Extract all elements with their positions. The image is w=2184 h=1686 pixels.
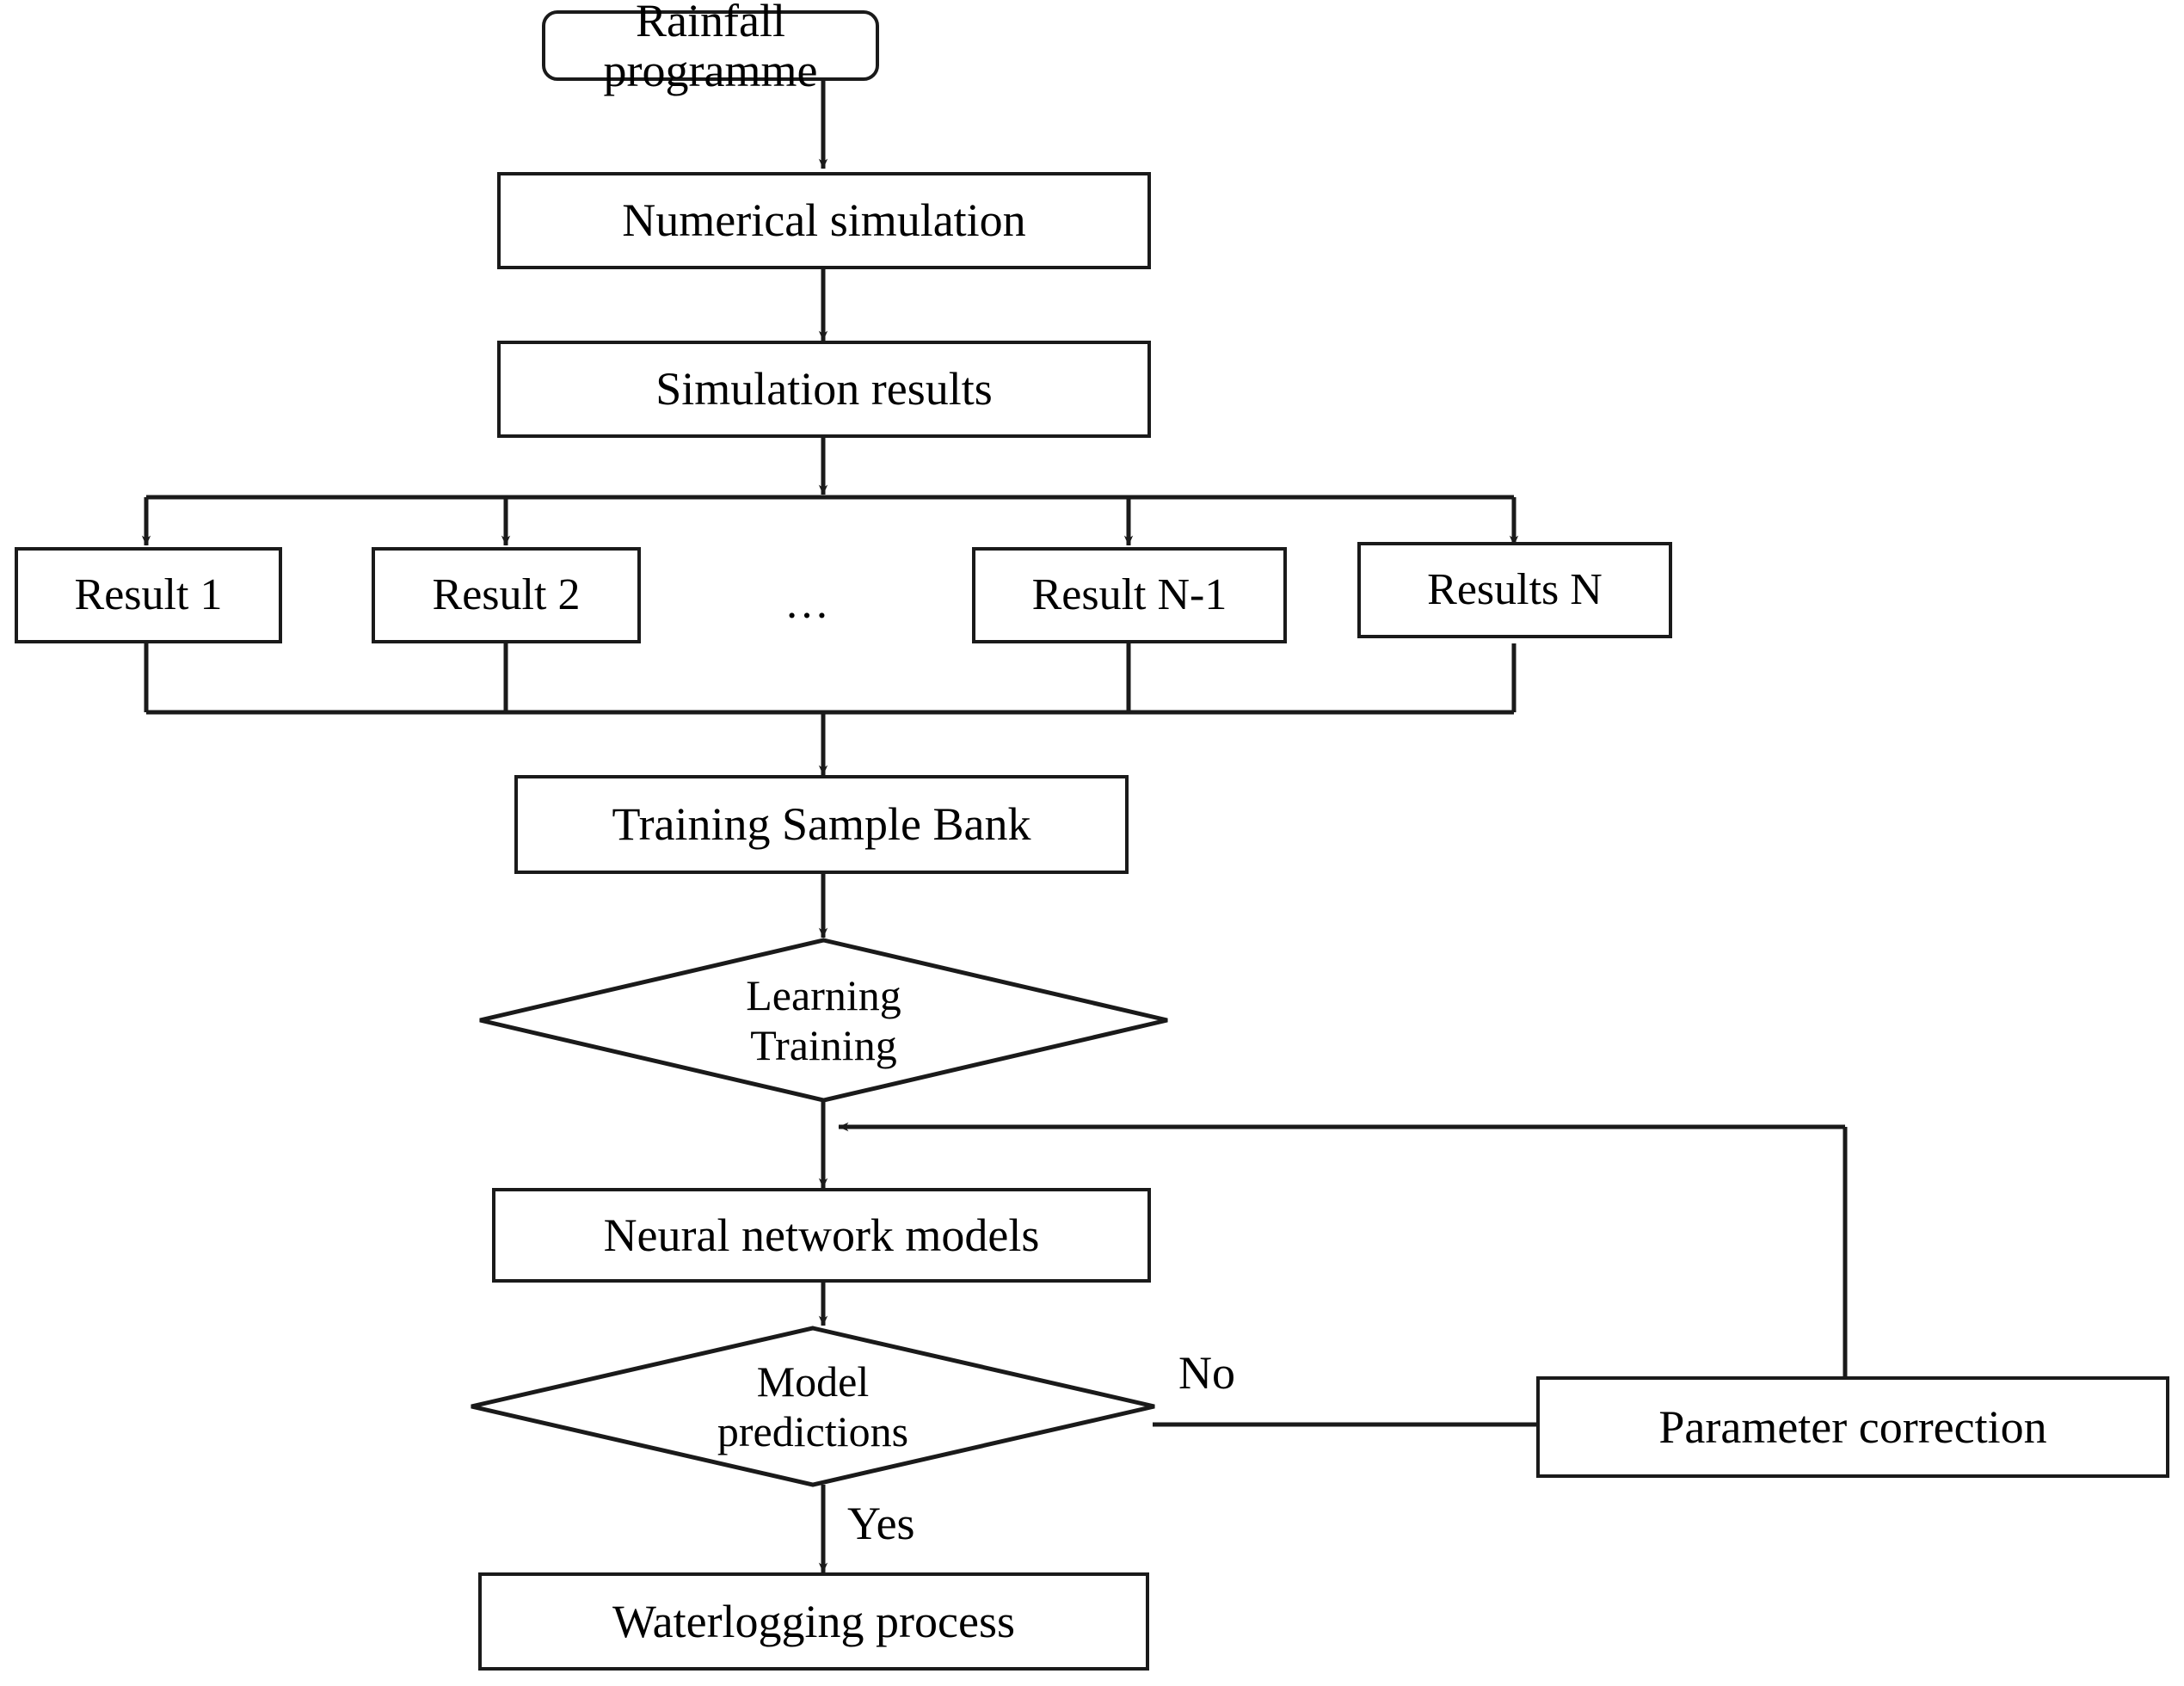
node-results-n-label: Results N: [1427, 564, 1603, 614]
node-result-n-minus-1[interactable]: Result N-1: [972, 547, 1287, 643]
node-training-sample-bank-label: Training Sample Bank: [612, 798, 1031, 851]
node-neural-network-models[interactable]: Neural network models: [492, 1188, 1151, 1283]
node-learning-training[interactable]: Learning Training: [477, 938, 1170, 1103]
node-numerical-simulation[interactable]: Numerical simulation: [497, 172, 1151, 269]
node-simulation-results-label: Simulation results: [655, 363, 993, 415]
node-result-2-label: Result 2: [432, 569, 581, 619]
node-simulation-results[interactable]: Simulation results: [497, 341, 1151, 438]
node-rainfall-programme[interactable]: Rainfall programme: [542, 0, 879, 95]
node-waterlogging-process-label: Waterlogging process: [612, 1595, 1016, 1647]
node-neural-network-models-label: Neural network models: [603, 1209, 1040, 1261]
node-waterlogging-process[interactable]: Waterlogging process: [478, 1572, 1149, 1671]
node-result-ellipsis: …: [784, 578, 834, 629]
node-numerical-simulation-label: Numerical simulation: [622, 194, 1026, 247]
node-training-sample-bank[interactable]: Training Sample Bank: [514, 775, 1129, 874]
node-model-predictions[interactable]: Model predictions: [469, 1326, 1157, 1487]
edge-label-no: No: [1178, 1346, 1235, 1400]
edge-label-no-text: No: [1178, 1347, 1235, 1399]
node-parameter-correction-label: Parameter correction: [1658, 1400, 2047, 1453]
learning-training-diamond-shape: [479, 938, 1168, 1103]
node-result-1-label: Result 1: [74, 569, 223, 619]
node-result-ellipsis-label: …: [784, 579, 834, 628]
node-rainfall-programme-label: Rainfall programme: [603, 0, 818, 96]
node-parameter-correction[interactable]: Parameter correction: [1536, 1376, 2169, 1478]
node-results-n[interactable]: Results N: [1357, 542, 1672, 638]
node-result-2[interactable]: Result 2: [372, 547, 641, 643]
node-result-1[interactable]: Result 1: [15, 547, 282, 643]
node-result-n-minus-1-label: Result N-1: [1031, 569, 1227, 619]
edge-label-yes: Yes: [847, 1497, 915, 1550]
model-predictions-diamond-shape: [471, 1326, 1155, 1487]
edge-label-yes-text: Yes: [847, 1498, 915, 1549]
